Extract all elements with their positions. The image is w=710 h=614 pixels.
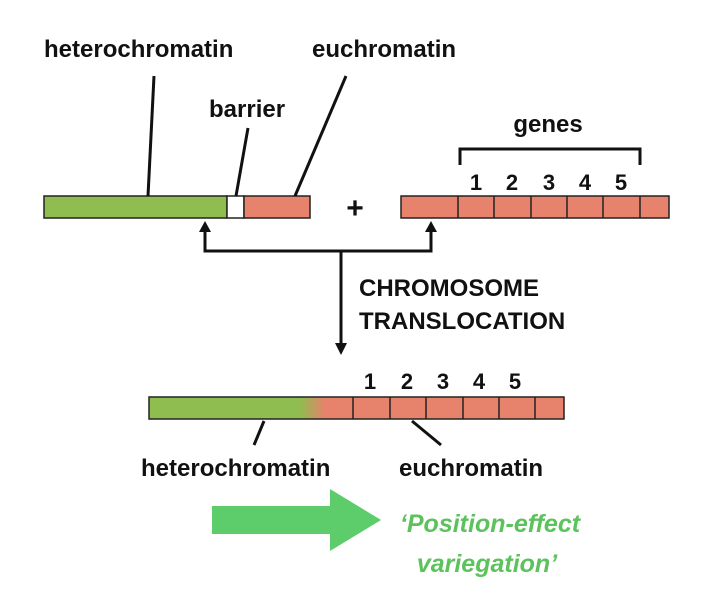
- process-label-line2: TRANSLOCATION: [359, 308, 565, 335]
- gene-number-top: 5: [615, 170, 627, 195]
- transition-segment: [300, 397, 325, 419]
- translocation-connector: [203, 230, 433, 345]
- arrowhead-up-right: [425, 221, 437, 232]
- top-left-chromosome: [43, 195, 311, 219]
- heterochromatin-segment: [43, 195, 228, 219]
- genes-bracket: [458, 147, 642, 165]
- heterochromatin-leader-line-bottom: [252, 420, 266, 446]
- gene-number-bottom: 5: [509, 369, 521, 394]
- euchromatin-leader-line: [293, 75, 348, 197]
- gene-number-top: 3: [543, 170, 555, 195]
- euchromatin-segment-bottom: [324, 397, 564, 419]
- plus-sign: +: [346, 192, 364, 225]
- gene-number-bottom: 2: [401, 369, 413, 394]
- euchromatin-label-bottom: euchromatin: [399, 455, 543, 482]
- translocated-chromosome: [148, 396, 565, 420]
- heterochromatin-label-top: heterochromatin: [44, 36, 233, 63]
- gene-number-top: 1: [470, 170, 482, 195]
- gene-number-top: 2: [506, 170, 518, 195]
- euchromatin-segment-right: [400, 195, 670, 219]
- gene-number-bottom: 4: [473, 369, 486, 394]
- genes-label: genes: [513, 111, 582, 138]
- barrier-leader-line: [234, 127, 250, 197]
- heterochromatin-leader-line: [146, 75, 156, 197]
- process-label-line1: CHROMOSOME: [359, 275, 539, 302]
- gene-number-bottom: 3: [437, 369, 449, 394]
- outcome-label-line2: variegation’: [417, 550, 558, 578]
- heterochromatin-label-bottom: heterochromatin: [141, 455, 330, 482]
- euchromatin-label-top: euchromatin: [312, 36, 456, 63]
- euchromatin-segment: [243, 195, 311, 219]
- gene-number-bottom: 1: [364, 369, 376, 394]
- top-right-chromosome: [400, 195, 670, 219]
- chromosome-outline: [148, 396, 565, 420]
- euchromatin-leader-line-bottom: [411, 419, 442, 447]
- barrier-segment: [226, 195, 245, 219]
- heterochromatin-segment-bottom: [149, 397, 304, 419]
- arrowhead-down: [335, 343, 347, 355]
- outcome-label-line1: ‘Position-effect: [400, 510, 582, 538]
- gene-number-top: 4: [579, 170, 592, 195]
- outcome-arrow: [212, 489, 381, 551]
- arrowhead-up-left: [199, 221, 211, 232]
- barrier-label: barrier: [209, 96, 285, 123]
